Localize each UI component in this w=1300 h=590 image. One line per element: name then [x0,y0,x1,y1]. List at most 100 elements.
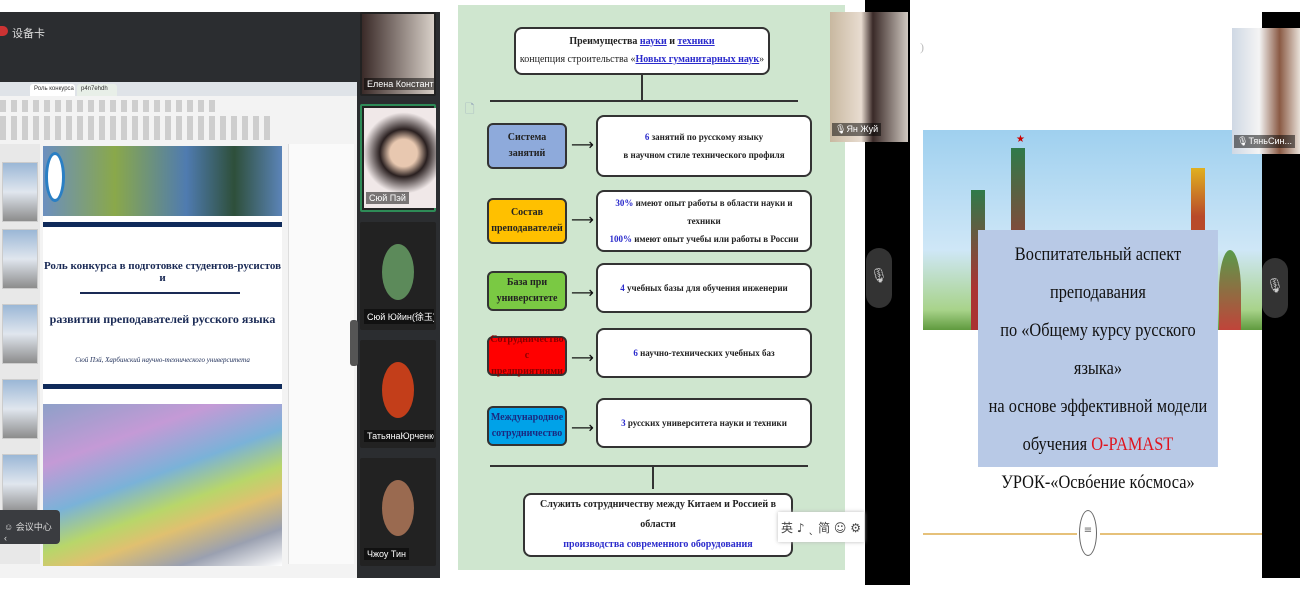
detail-box: 6 научно-технических учебных баз [596,328,812,378]
slide-canvas: Роль конкурса в подготовке студентов-рус… [43,146,282,566]
ribbon-toolbar[interactable] [0,116,270,128]
participant-name-text: ТяньСин... [1248,136,1292,146]
detail-text: занятий по русскому языку [649,132,764,142]
slide-title-line1: Роль конкурса в подготовке студентов-рус… [43,260,282,284]
stat-number: 4 [620,283,625,293]
mic-muted-icon[interactable]: 🎙 [1262,258,1288,318]
diagram-footer-box: Служить сотрудничеству между Китаем и Ро… [523,493,793,557]
collapse-handle[interactable] [350,320,358,366]
stat-number: 100% [609,234,632,244]
slide-thumbnail[interactable] [2,379,38,439]
slide-thumbnails[interactable] [0,144,40,564]
cathedral-dome [1219,250,1241,330]
app-label: 设备卡 [12,28,45,40]
header-text: концепция строительства « [519,54,636,65]
browser-tab-row: Роль конкурса в подготовке... p4n7ehdh [0,82,357,96]
participant-tile[interactable]: 🎙ТяньСин... [1232,28,1300,154]
meeting-floating-bar[interactable]: ☺ 会议中心 ‹ [0,510,60,544]
connector-line [641,75,643,100]
participant-tile[interactable]: Чжоу Тин [360,458,436,566]
slide-author: Сюй Пэй, Харбинский научно-технического … [75,356,250,364]
detail-box: 4 учебных базы для обучения инженерии [596,263,812,313]
avatar [382,480,414,536]
slide-banner-image [43,146,282,216]
participant-tile[interactable]: Елена Константинова [360,12,436,96]
divider-line [490,100,798,102]
detail-box: 6 занятий по русскому языку в научном ст… [596,115,812,177]
participant-name: Сюй Юйин(徐玉) [364,309,434,324]
detail-box: 3 русских университета науки и техники [596,398,812,448]
header-text: » [759,54,765,65]
properties-pane[interactable] [288,144,354,564]
floating-bar-label: 会议中心 [15,522,52,532]
slide-thumbnail[interactable] [2,229,38,289]
stat-number: 6 [633,348,638,358]
participant-tile[interactable]: 🎙Ян Жуй [830,12,908,142]
arrow-right-icon: ⟶ [571,418,594,437]
divider [43,222,282,227]
ornament-icon: ≡ [1079,510,1097,556]
cursor-mark: ) [920,40,924,54]
arrow-right-icon: ⟶ [571,283,594,302]
video-conference-window-1: 设备卡 Роль конкурса в подготовке... p4n7eh… [0,12,440,578]
university-logo [45,152,65,202]
slide-title-line2: развитии преподавателей русского языка [49,312,276,326]
lesson-name: УРОК-«Освóение кóсмоса» [1001,472,1195,493]
mic-icon: 🎙 [835,124,847,134]
stat-number: 6 [644,132,650,142]
participant-name: 🎙ТяньСин... [1234,135,1295,148]
participant-name: 🎙Ян Жуй [832,123,882,136]
shared-browser: Роль конкурса в подготовке... p4n7ehdh Р… [0,82,358,578]
connector-line [652,467,654,489]
participant-name: Чжоу Тин [364,548,410,560]
participant-name: Елена Константинова [364,78,434,90]
detail-text: имеют опыт работы в области науки и техн… [633,198,793,226]
mic-muted-icon[interactable]: 🎙 [866,248,892,308]
title-line: по «Общему курсу русского языка» [1000,320,1196,379]
participant-tile-active[interactable]: Сюй Пэй [360,104,436,212]
header-text: Преимущества [569,36,640,47]
divider-line [490,465,808,467]
category-box: Международное сотрудничество [487,406,567,446]
detail-text: русских университета науки и техники [625,418,787,428]
header-link: Новых гуманитарных наук [635,54,760,65]
meeting-top-bar: 设备卡 [0,12,357,82]
record-icon [0,26,8,36]
mic-icon: 🎙 [1237,136,1249,146]
ime-toolbar[interactable]: 英 ♪ ˎ 简 ☺ ⚙ [778,512,864,542]
detail-text: научно-технических учебных баз [637,348,775,358]
star-icon: ★ [1016,134,1025,145]
category-label: Система [507,132,547,143]
title-line: Воспитательный аспект преподавания [1014,244,1182,303]
diagram-header-box: Преимущества науки и техники концепция с… [514,27,770,75]
participant-tile[interactable]: Сюй Юйин(徐玉) [360,222,436,330]
detail-text: учебных базы для обучения инженерии [624,283,788,293]
divider [80,292,240,294]
category-label: База при [506,277,548,288]
browser-tab[interactable]: p4n7ehdh [77,84,117,96]
paste-options-icon[interactable]: 🗋 [465,102,475,116]
header-link: техники [677,36,715,47]
ribbon-toolbar[interactable] [0,128,270,140]
category-box: Состав преподавателей [487,198,567,244]
category-label: университете [496,293,558,304]
model-name: O-PAMAST [1091,434,1174,455]
slide-thumbnail[interactable] [2,162,38,222]
slide-thumbnail[interactable] [2,454,38,514]
header-link: науки [639,36,667,47]
category-box: Система занятий [487,123,567,169]
category-label: Состав [510,207,544,218]
header-text: и [666,36,678,47]
category-label: Международное [490,412,564,423]
participant-tile[interactable]: ТатьянаЮрченко [360,340,436,448]
slide-thumbnail[interactable] [2,304,38,364]
participant-name-text: Ян Жуй [846,124,879,134]
footer-text: производства современного оборудования [563,539,753,550]
ribbon-toolbar[interactable] [0,100,220,112]
browser-tab[interactable]: Роль конкурса в подготовке... [30,84,75,96]
footer-text: Служить сотрудничеству между Китаем и Ро… [540,499,776,530]
slide-image [43,404,282,566]
category-label: сотрудничество [491,428,563,439]
divider [43,384,282,389]
stat-number: 3 [621,418,626,428]
